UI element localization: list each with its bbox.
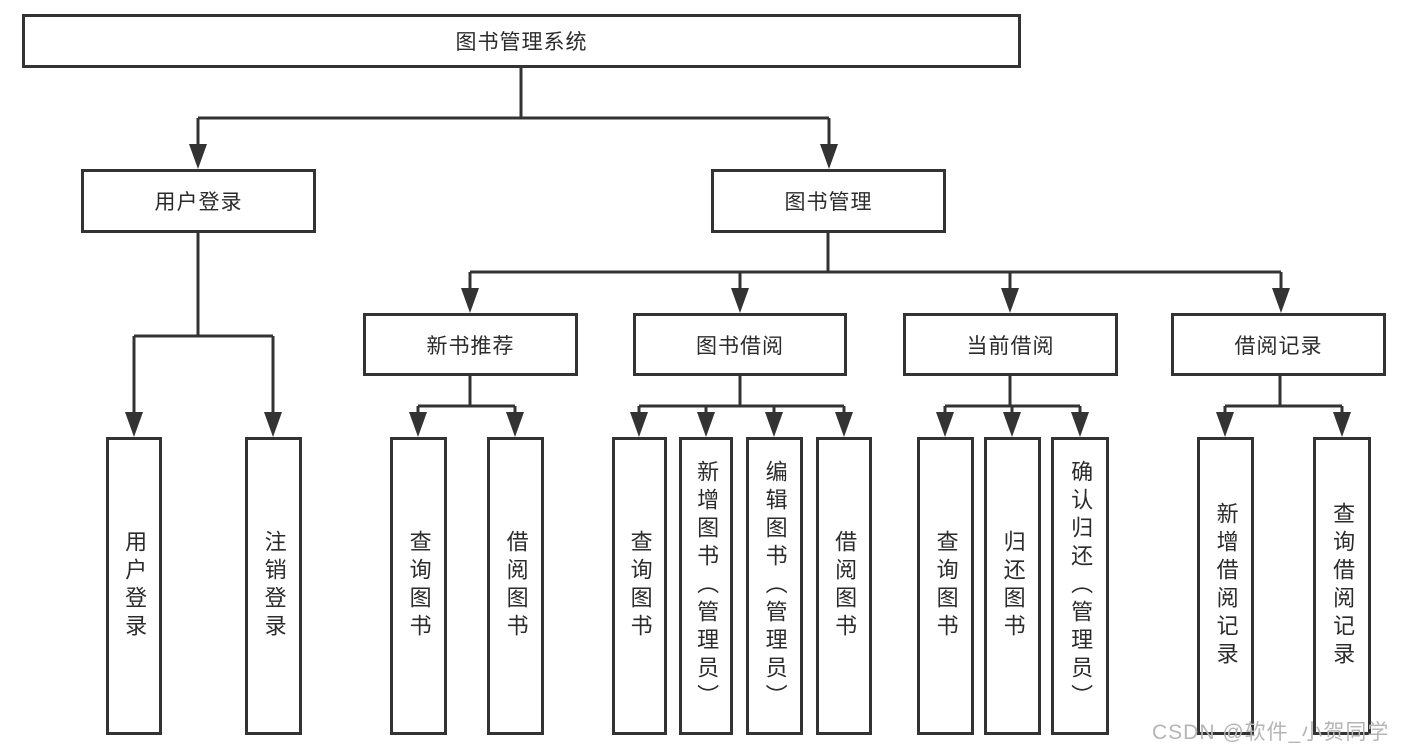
node-leaf-query-book-3: 查询图书 (917, 437, 974, 735)
node-leaf-user-login: 用户登录 (106, 437, 162, 735)
node-book-mgmt-label: 图书管理 (784, 191, 873, 214)
node-leaf-query-book-1: 查询图书 (390, 437, 447, 735)
node-new-book-rec-label: 新书推荐 (426, 334, 515, 358)
node-root: 图书管理系统 (22, 14, 1021, 68)
node-book-borrow: 图书借阅 (633, 313, 847, 376)
csdn-watermark: CSDN @软件_小贺同学 (1152, 721, 1390, 744)
node-leaf-query-book-2: 查询图书 (612, 437, 667, 735)
node-borrow-records: 借阅记录 (1171, 313, 1386, 376)
node-leaf-user-login-label: 用户登录 (122, 530, 148, 642)
node-leaf-query-borrow-record: 查询借阅记录 (1313, 437, 1371, 735)
node-new-book-rec: 新书推荐 (363, 313, 578, 376)
connector-root-to-level2 (196, 68, 831, 150)
connector-bookborrow-to-leaves (637, 376, 846, 416)
node-leaf-confirm-return-label: 确认归还（管理员） (1068, 460, 1094, 712)
node-leaf-query-book-1-label: 查询图书 (406, 530, 432, 642)
node-leaf-confirm-return: 确认归还（管理员） (1051, 437, 1109, 735)
node-current-borrow: 当前借阅 (903, 313, 1118, 376)
connector-currentborrow-to-leaves (943, 376, 1082, 416)
node-leaf-logout: 注销登录 (245, 437, 302, 735)
node-leaf-borrow-book-1: 借阅图书 (487, 437, 544, 735)
node-user-login: 用户登录 (81, 169, 316, 233)
node-leaf-borrow-book-1-label: 借阅图书 (503, 530, 529, 642)
node-root-label: 图书管理系统 (455, 31, 588, 54)
node-leaf-add-borrow-record: 新增借阅记录 (1197, 437, 1254, 735)
node-leaf-query-book-2-label: 查询图书 (627, 530, 653, 642)
connector-newbookrec-to-leaves (416, 376, 517, 416)
arrowhead-icons (125, 144, 1351, 437)
node-user-login-label: 用户登录 (154, 191, 243, 214)
node-leaf-query-book-3-label: 查询图书 (933, 530, 959, 642)
node-borrow-records-label: 借阅记录 (1234, 334, 1323, 358)
connector-userlogin-to-leaves (132, 233, 275, 416)
node-current-borrow-label: 当前借阅 (966, 334, 1055, 358)
node-leaf-logout-label: 注销登录 (261, 530, 287, 642)
node-leaf-edit-book: 编辑图书（管理员） (746, 437, 803, 735)
node-leaf-add-book-label: 新增图书（管理员） (694, 460, 720, 712)
node-leaf-borrow-book-2-label: 借阅图书 (832, 530, 858, 642)
node-leaf-return-book-label: 归还图书 (1000, 530, 1026, 642)
node-leaf-query-borrow-record-label: 查询借阅记录 (1330, 502, 1356, 670)
node-leaf-return-book: 归还图书 (984, 437, 1041, 735)
node-leaf-borrow-book-2: 借阅图书 (816, 437, 872, 735)
connector-borrowrecords-to-leaves (1223, 376, 1344, 416)
node-leaf-add-borrow-record-label: 新增借阅记录 (1213, 502, 1239, 670)
connector-bookmgmt-to-level3 (468, 233, 1283, 292)
node-leaf-edit-book-label: 编辑图书（管理员） (762, 460, 788, 712)
node-book-borrow-label: 图书借阅 (696, 334, 784, 358)
node-leaf-add-book: 新增图书（管理员） (679, 437, 733, 735)
node-book-mgmt: 图书管理 (711, 169, 946, 233)
